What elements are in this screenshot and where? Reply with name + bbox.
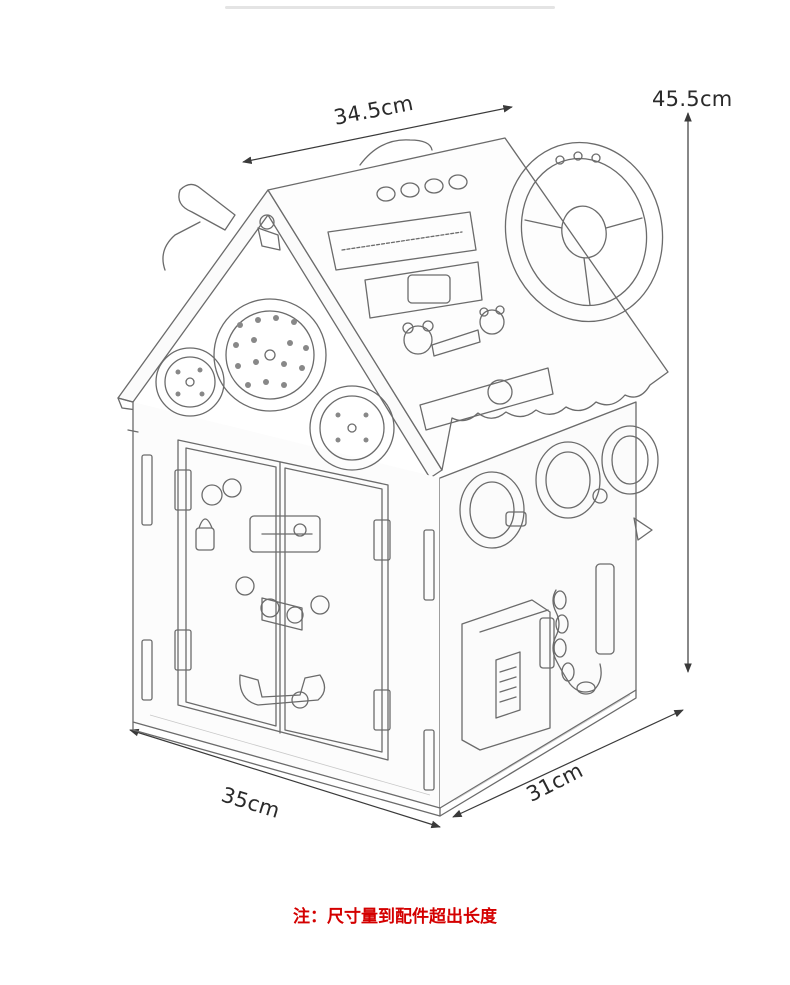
dim-line-front [129, 728, 441, 829]
bell-3 [601, 425, 659, 495]
dim-line-top [242, 104, 513, 165]
roof-handle [359, 139, 433, 166]
steering-wheel [504, 141, 664, 323]
dim-label-height: 45.5cm [652, 87, 733, 111]
measurement-note: 注：尺寸量到配件超出长度 [293, 907, 497, 927]
gear-left [155, 347, 225, 417]
gear-large [213, 298, 327, 412]
switch-box [461, 599, 551, 751]
dim-line-side [452, 709, 684, 818]
door-frame [177, 439, 389, 761]
dimension-lines [129, 104, 692, 829]
bell-2 [535, 441, 601, 519]
left-handle [178, 183, 236, 231]
side-wall [439, 401, 637, 809]
top-divider [225, 6, 555, 9]
shadow-strokes [149, 694, 631, 801]
zipper [327, 211, 477, 271]
gear-right [309, 385, 395, 471]
house-sketch [117, 137, 669, 817]
roof-top-surface [267, 137, 669, 471]
bell-1 [459, 471, 525, 549]
